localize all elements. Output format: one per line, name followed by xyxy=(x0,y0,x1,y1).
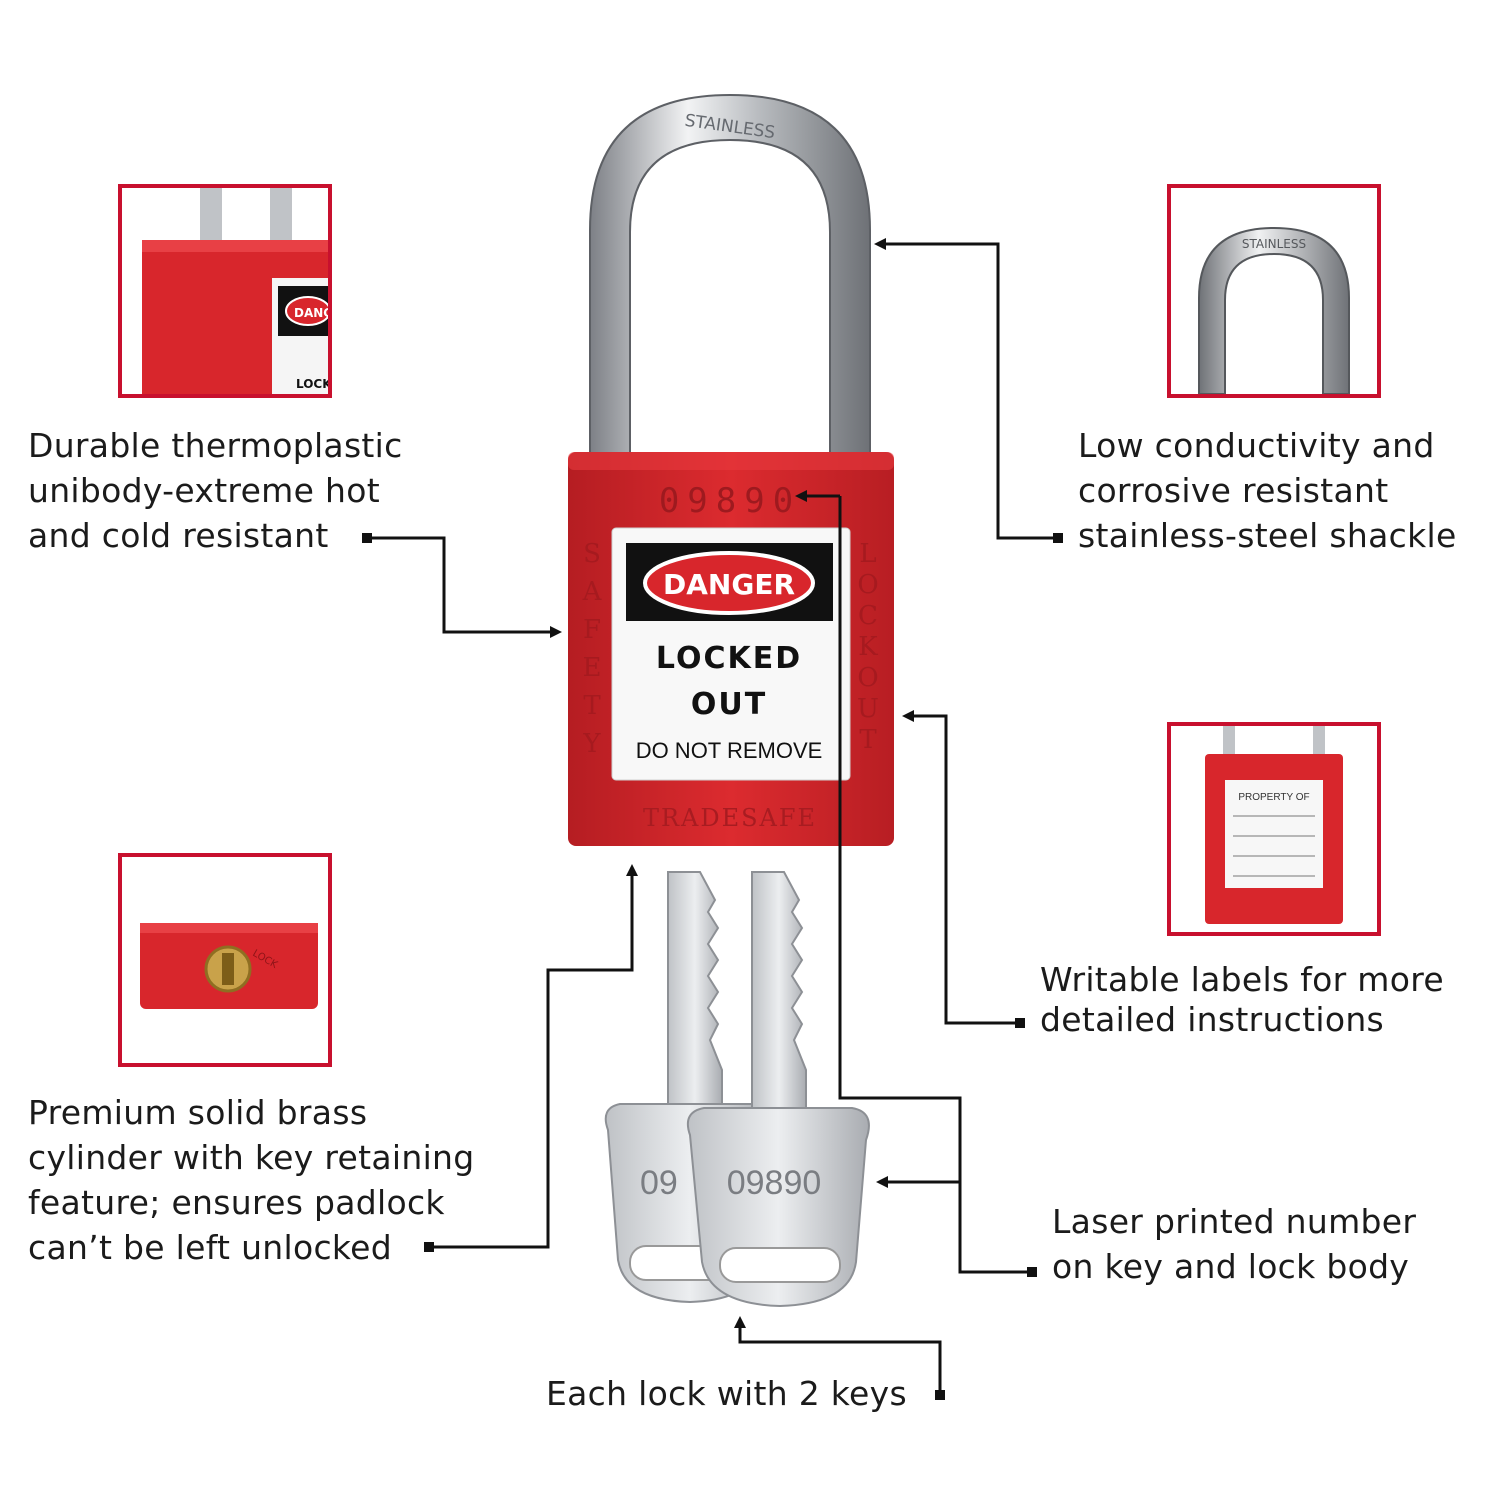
inset-shackle-engraving: STAINLESS xyxy=(1242,237,1306,251)
side-letter: Y xyxy=(582,729,601,759)
property-of-text: PROPERTY OF xyxy=(1238,792,1309,803)
callout-endpoints xyxy=(362,533,1063,1400)
side-letter: K xyxy=(858,632,878,662)
caption-line: Writable labels for more xyxy=(1040,960,1444,999)
inset-danger-text: DANGE xyxy=(294,306,328,320)
caption-line: cylinder with key retaining xyxy=(28,1138,475,1177)
side-letter: S xyxy=(583,539,601,569)
callout-lines xyxy=(372,242,1058,1395)
inset-body-closeup: DANGE LOCKE xyxy=(118,184,332,398)
caption-line: corrosive resistant xyxy=(1078,471,1389,510)
do-not-remove-text: DO NOT REMOVE xyxy=(636,738,823,763)
side-letter: A xyxy=(582,577,603,607)
key-front: 09890 xyxy=(686,871,870,1308)
shackle xyxy=(589,93,871,461)
key-back-number: 09 xyxy=(640,1164,678,1202)
caption-line: and cold resistant xyxy=(28,516,329,555)
side-letter: O xyxy=(857,570,878,600)
side-letter: C xyxy=(858,601,878,631)
caption-labels: Writable labels for more detailed instru… xyxy=(1040,960,1444,1040)
caption-line: Durable thermoplastic xyxy=(28,426,403,465)
caption-line: feature; ensures padlock xyxy=(28,1183,445,1222)
inset-locke-text: LOCKE xyxy=(296,377,328,391)
caption-line: unibody-extreme hot xyxy=(28,471,380,510)
caption-line: Premium solid brass xyxy=(28,1093,368,1132)
caption-thermoplastic: Durable thermoplastic unibody-extreme ho… xyxy=(28,423,403,558)
caption-line: Each lock with 2 keys xyxy=(546,1374,907,1413)
inset-label-closeup: PROPERTY OF xyxy=(1167,722,1381,936)
caption-line: stainless-steel shackle xyxy=(1078,516,1457,555)
out-text: OUT xyxy=(691,687,767,722)
caption-line: can’t be left unlocked xyxy=(28,1228,392,1267)
danger-text: DANGER xyxy=(663,568,795,601)
caption-line: on key and lock body xyxy=(1052,1247,1410,1286)
caption-keys: Each lock with 2 keys xyxy=(546,1371,907,1416)
danger-oval xyxy=(643,551,815,615)
side-letter: U xyxy=(857,694,879,724)
caption-line: detailed instructions xyxy=(1040,1000,1385,1039)
brand-text: TRADESAFE xyxy=(643,804,817,832)
side-letter: E xyxy=(583,653,602,683)
side-letter: T xyxy=(859,725,877,755)
side-letter: F xyxy=(583,615,601,645)
caption-shackle: Low conductivity and corrosive resistant… xyxy=(1078,423,1457,558)
caption-line: Laser printed number xyxy=(1052,1202,1417,1241)
side-letter: T xyxy=(583,691,601,721)
key-front-number: 09890 xyxy=(727,1164,822,1202)
inset-cylinder-closeup: LOCK xyxy=(118,853,332,1067)
caption-laser: Laser printed number on key and lock bod… xyxy=(1052,1199,1416,1289)
lock-serial-number: 09890 xyxy=(659,481,801,521)
caption-line: Low conductivity and xyxy=(1078,426,1435,465)
side-letter: O xyxy=(857,663,878,693)
inset-shackle-closeup: STAINLESS xyxy=(1167,184,1381,398)
caption-brass: Premium solid brass cylinder with key re… xyxy=(28,1090,475,1270)
locked-text: LOCKED xyxy=(656,641,802,676)
side-letter: L xyxy=(859,539,876,569)
callout-arrowheads xyxy=(550,238,914,1328)
